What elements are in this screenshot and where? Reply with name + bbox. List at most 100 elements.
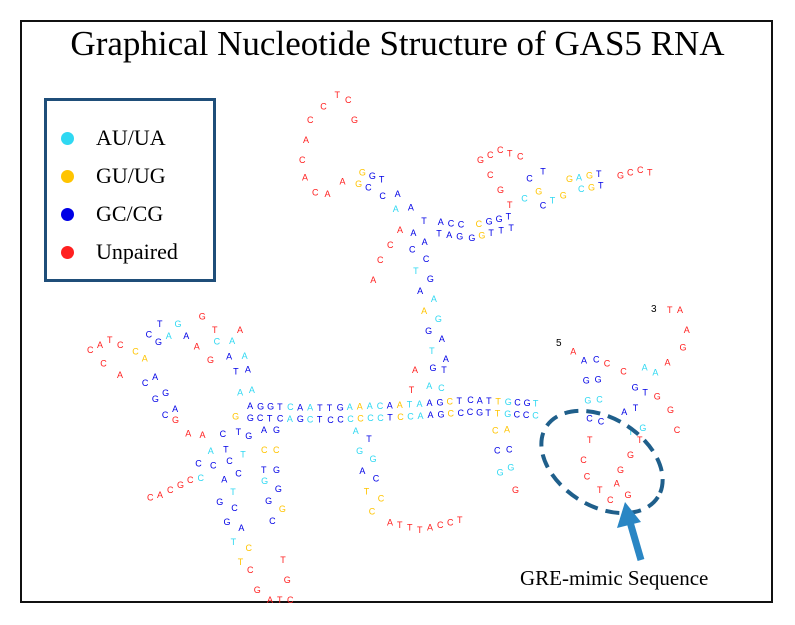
nucleotide: G bbox=[505, 397, 512, 407]
nucleotide: C bbox=[320, 102, 327, 112]
nucleotide: C bbox=[532, 411, 539, 421]
nucleotide: A bbox=[417, 286, 423, 296]
nucleotide: C bbox=[521, 194, 528, 204]
nucleotide: A bbox=[684, 325, 690, 335]
nucleotide: A bbox=[261, 425, 267, 435]
nucleotide: A bbox=[238, 523, 244, 533]
nucleotide: G bbox=[507, 462, 514, 472]
nucleotide-layer: GACGTGCTACGACATTCTCGCACACACCTACACTAAAAGG… bbox=[87, 90, 690, 605]
nucleotide: C bbox=[514, 398, 521, 408]
nucleotide: C bbox=[437, 520, 444, 530]
nucleotide: G bbox=[275, 484, 282, 494]
nucleotide: C bbox=[277, 414, 284, 424]
nucleotide: A bbox=[237, 325, 243, 335]
nucleotide: T bbox=[540, 167, 546, 177]
nucleotide: C bbox=[467, 395, 474, 405]
nucleotide: A bbox=[477, 396, 483, 406]
legend-label: Unpaired bbox=[96, 239, 178, 264]
nucleotide: A bbox=[387, 518, 393, 528]
nucleotide: T bbox=[317, 403, 323, 413]
nucleotide: G bbox=[351, 115, 358, 125]
nucleotide: C bbox=[423, 254, 430, 264]
nucleotide: G bbox=[177, 480, 184, 490]
nucleotide: A bbox=[665, 358, 671, 368]
nucleotide: T bbox=[533, 399, 539, 409]
nucleotide: T bbox=[647, 168, 653, 178]
nucleotide: G bbox=[267, 402, 274, 412]
nucleotide: T bbox=[267, 414, 273, 424]
nucleotide: C bbox=[146, 330, 153, 340]
gc-dot-icon bbox=[61, 207, 74, 221]
nucleotide: C bbox=[514, 410, 521, 420]
nucleotide: T bbox=[598, 181, 604, 191]
nucleotide: G bbox=[504, 409, 511, 419]
nucleotide: C bbox=[409, 245, 416, 255]
nucleotide: A bbox=[422, 237, 428, 247]
nucleotide: T bbox=[508, 223, 514, 233]
nucleotide: G bbox=[430, 363, 437, 373]
nucleotide: G bbox=[369, 171, 376, 181]
nucleotide: G bbox=[297, 414, 304, 424]
nucleotide: C bbox=[580, 455, 587, 465]
nucleotide: T bbox=[238, 557, 244, 567]
legend-item-unpaired: Unpaired bbox=[61, 233, 213, 271]
nucleotide: T bbox=[485, 408, 491, 418]
legend-item-au: AU/UA bbox=[61, 119, 213, 157]
arrow-icon bbox=[617, 502, 645, 561]
nucleotide: A bbox=[417, 399, 423, 409]
nucleotide: G bbox=[586, 171, 593, 181]
nucleotide: T bbox=[667, 305, 673, 315]
nucleotide: C bbox=[220, 429, 227, 439]
nucleotide: A bbox=[393, 204, 399, 214]
nucleotide: C bbox=[167, 485, 174, 495]
nucleotide: A bbox=[446, 230, 452, 240]
nucleotide: G bbox=[654, 392, 661, 402]
nucleotide: A bbox=[652, 368, 658, 378]
nucleotide: T bbox=[277, 595, 283, 605]
nucleotide: C bbox=[523, 410, 530, 420]
gre-mimic-highlight bbox=[539, 408, 665, 516]
nucleotide: A bbox=[504, 424, 510, 434]
nucleotide: G bbox=[583, 376, 590, 386]
legend-item-gu: GU/UG bbox=[61, 157, 213, 195]
nucleotide: G bbox=[216, 497, 223, 507]
nucleotide: G bbox=[207, 355, 214, 365]
nucleotide: T bbox=[379, 174, 385, 184]
nucleotide: G bbox=[667, 405, 674, 415]
nucleotide: A bbox=[418, 411, 424, 421]
nucleotide: T bbox=[596, 169, 602, 179]
nucleotide: A bbox=[576, 172, 582, 182]
nucleotide: T bbox=[507, 148, 513, 158]
nucleotide: C bbox=[287, 595, 294, 605]
unpaired-dot-icon bbox=[61, 245, 74, 259]
nucleotide: G bbox=[456, 232, 463, 242]
nucleotide: T bbox=[628, 427, 634, 437]
nucleotide: G bbox=[162, 388, 169, 398]
nucleotide: C bbox=[379, 191, 386, 201]
nucleotide: G bbox=[359, 168, 366, 178]
nucleotide: G bbox=[245, 431, 252, 441]
nucleotide: G bbox=[639, 423, 646, 433]
nucleotide: C bbox=[674, 425, 681, 435]
nucleotide: A bbox=[307, 403, 313, 413]
nucleotide: G bbox=[199, 312, 206, 322]
nucleotide: G bbox=[566, 174, 573, 184]
nucleotide: T bbox=[498, 226, 504, 236]
nucleotide: C bbox=[162, 410, 169, 420]
nucleotide: C bbox=[132, 346, 139, 356]
nucleotide: C bbox=[458, 220, 465, 230]
nucleotide: G bbox=[427, 274, 434, 284]
nucleotide: G bbox=[632, 382, 639, 392]
nucleotide: G bbox=[497, 185, 504, 195]
nucleotide: A bbox=[395, 189, 401, 199]
nucleotide: A bbox=[397, 225, 403, 235]
nucleotide: A bbox=[614, 478, 620, 488]
nucleotide: G bbox=[617, 170, 624, 180]
nucleotide: C bbox=[246, 543, 253, 553]
nucleotide: A bbox=[172, 404, 178, 414]
nucleotide: C bbox=[261, 445, 268, 455]
nucleotide: C bbox=[604, 358, 611, 368]
nucleotide: T bbox=[233, 367, 239, 377]
nucleotide: A bbox=[242, 351, 248, 361]
